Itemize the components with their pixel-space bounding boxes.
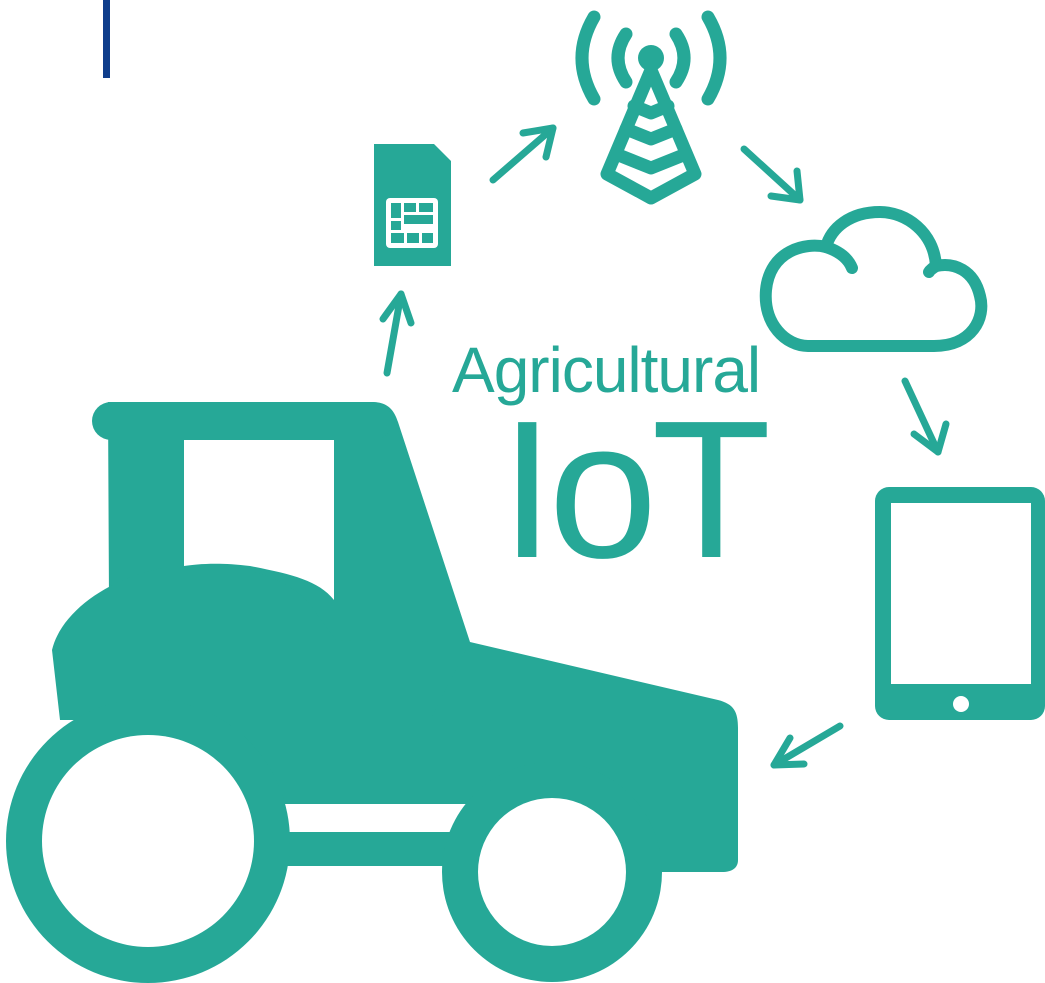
sim-card-icon xyxy=(374,144,451,266)
arrow-tractor-to-sim xyxy=(379,290,415,377)
tablet-icon xyxy=(875,487,1045,720)
tractor-icon xyxy=(6,402,738,983)
arrow-tablet-to-tractor xyxy=(770,722,844,769)
arrow-sim-to-tower xyxy=(489,124,557,184)
cloud-icon xyxy=(759,206,988,352)
title-iot: IoT xyxy=(500,380,771,599)
arrow-tower-to-cloud xyxy=(740,145,804,204)
title-agricultural: Agricultural xyxy=(452,334,761,406)
signal-tower-icon xyxy=(575,10,727,205)
arrow-cloud-to-tablet xyxy=(901,377,950,456)
corner-accent-line xyxy=(103,0,110,78)
